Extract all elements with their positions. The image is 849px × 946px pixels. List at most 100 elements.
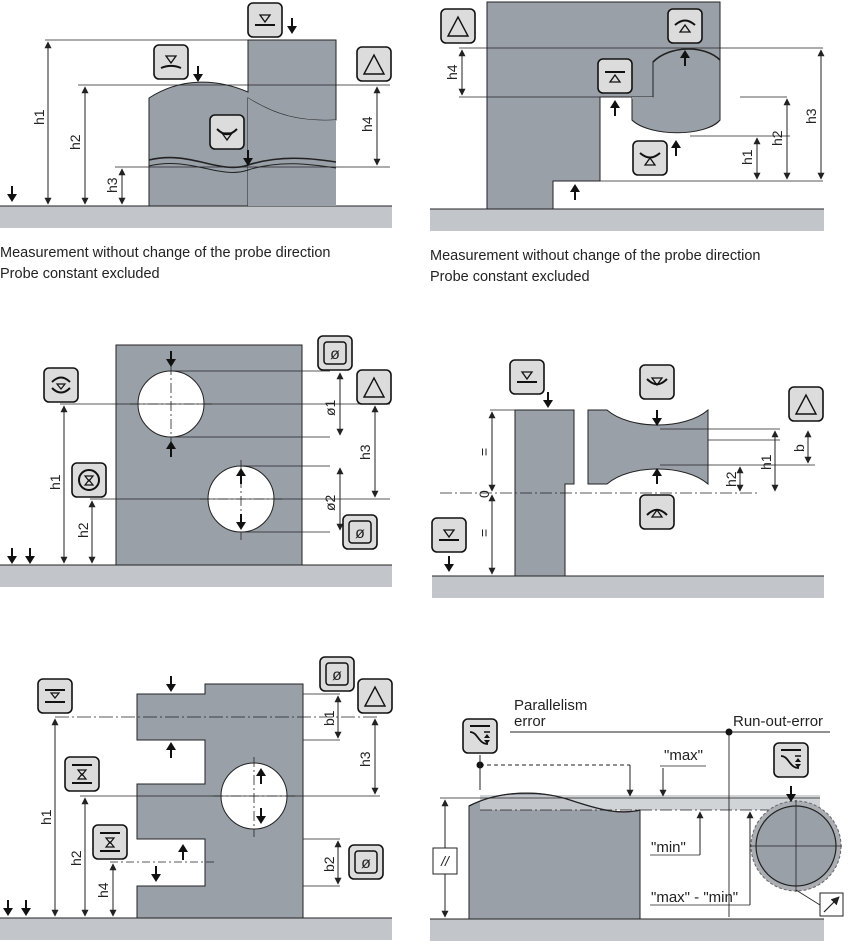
label-h2: h2 bbox=[68, 850, 84, 866]
runout-label: Run-out-error bbox=[733, 713, 823, 730]
diameter-icon[interactable]: ø bbox=[317, 335, 353, 371]
probe-down-arrow bbox=[542, 391, 554, 409]
svg-text:ø: ø bbox=[330, 346, 340, 363]
parallelism-label-1: Parallelism bbox=[514, 697, 587, 714]
probe-up-arrow bbox=[651, 467, 663, 485]
parallel-symbol-box bbox=[432, 847, 458, 875]
probe-plane-icon[interactable] bbox=[431, 517, 467, 553]
panel-6: // Parallelism error Run-out-error "max"… bbox=[430, 697, 844, 941]
probe-down-arrow bbox=[6, 185, 18, 203]
label-h2: h2 bbox=[769, 130, 785, 146]
probe-up-arrow bbox=[569, 183, 581, 201]
label-h1: h1 bbox=[38, 809, 54, 825]
svg-text:ø: ø bbox=[332, 667, 342, 684]
label-h3: h3 bbox=[357, 751, 373, 767]
label-h2: h2 bbox=[75, 522, 91, 538]
base-plate bbox=[0, 206, 392, 228]
max-label: "max" bbox=[664, 747, 703, 764]
web-center-icon[interactable] bbox=[37, 678, 73, 714]
slot-center-icon[interactable] bbox=[64, 756, 100, 792]
probe-up-arrow bbox=[609, 99, 621, 117]
probe-scan-icon[interactable] bbox=[462, 718, 498, 754]
max-min-label: "max" - "min" bbox=[651, 889, 738, 906]
probe-edge-icon[interactable] bbox=[153, 44, 189, 80]
min-label: "min" bbox=[651, 839, 686, 856]
base-plate bbox=[0, 565, 392, 587]
label-h4: h4 bbox=[359, 116, 375, 132]
base-plate bbox=[430, 919, 824, 941]
label-b: b bbox=[791, 444, 807, 452]
probe-down-arrow bbox=[286, 17, 298, 35]
label-h3: h3 bbox=[803, 108, 819, 124]
tolerance-band bbox=[480, 795, 820, 810]
probe-down-arrow bbox=[165, 675, 177, 693]
caption-line-1: Measurement without change of the probe … bbox=[0, 245, 330, 261]
label-h1: h1 bbox=[31, 109, 47, 125]
label-eq: = bbox=[476, 448, 492, 456]
probe-down-arrow bbox=[192, 65, 204, 83]
label-eq: = bbox=[476, 529, 492, 537]
probe-scan-icon[interactable] bbox=[773, 742, 809, 778]
diameter-icon[interactable]: ø bbox=[319, 656, 355, 692]
probe-plane-icon[interactable] bbox=[509, 359, 545, 395]
label-h3: h3 bbox=[357, 444, 373, 460]
label-h3: h3 bbox=[104, 177, 120, 193]
svg-text:ø: ø bbox=[361, 855, 371, 872]
label-h1: h1 bbox=[47, 474, 63, 490]
zero-point-icon[interactable] bbox=[440, 8, 476, 44]
zero-point-icon[interactable] bbox=[356, 369, 392, 405]
label-h4: h4 bbox=[444, 64, 460, 80]
label-h1: h1 bbox=[739, 149, 755, 165]
probe-down-arrow bbox=[20, 899, 32, 917]
probe-down-arrow bbox=[443, 555, 455, 573]
probe-plane-icon[interactable] bbox=[247, 2, 283, 38]
parallel-symbol: // bbox=[440, 853, 451, 869]
probe-down-arrow bbox=[150, 865, 162, 883]
probe-down-arrow bbox=[6, 547, 18, 565]
probe-low-icon[interactable] bbox=[639, 364, 675, 400]
probe-down-arrow bbox=[651, 409, 663, 427]
panel-3: h1 h2 ø1 ø2 h3 ø ø bbox=[0, 335, 392, 587]
probe-low-up-icon[interactable] bbox=[632, 140, 668, 176]
parallelism-label-2: error bbox=[514, 713, 546, 730]
label-h4: h4 bbox=[95, 882, 111, 898]
part-body bbox=[136, 683, 304, 919]
panel-5: h1 h2 h4 b1 b2 h3 ø ø bbox=[0, 656, 393, 940]
probe-low-icon[interactable] bbox=[209, 114, 245, 150]
probe-down-arrow bbox=[24, 547, 36, 565]
panel-4: = 0 = h2 h1 b bbox=[431, 359, 824, 598]
caption-line-1: Measurement without change of the probe … bbox=[430, 248, 760, 264]
label-b1: b1 bbox=[321, 710, 337, 726]
slot-center-icon[interactable] bbox=[92, 824, 128, 860]
zero-point-icon[interactable] bbox=[357, 678, 393, 714]
label-h2: h2 bbox=[723, 471, 739, 487]
base-plate bbox=[0, 918, 392, 940]
bore-center-icon[interactable] bbox=[43, 367, 79, 403]
probe-up-arrow bbox=[670, 139, 682, 157]
probe-plane-up-icon[interactable] bbox=[597, 58, 633, 94]
caption-line-2: Probe constant excluded bbox=[430, 269, 590, 285]
base-plate bbox=[432, 576, 824, 598]
label-zero: 0 bbox=[476, 490, 492, 498]
diameter-icon[interactable]: ø bbox=[342, 514, 378, 550]
probe-high-icon[interactable] bbox=[639, 494, 675, 530]
zero-point-icon[interactable] bbox=[356, 46, 392, 82]
label-h2: h2 bbox=[67, 134, 83, 150]
label-b2: b2 bbox=[321, 856, 337, 872]
probe-up-arrow bbox=[177, 843, 189, 861]
panel-1: h1 h2 h3 h4 Measurement without change o… bbox=[0, 2, 392, 282]
zero-point-icon[interactable] bbox=[788, 386, 824, 422]
probe-up-arrow bbox=[165, 741, 177, 759]
label-d2: ø2 bbox=[322, 494, 338, 511]
diameter-icon[interactable]: ø bbox=[348, 844, 384, 880]
probe-down-arrow bbox=[2, 899, 14, 917]
panel-2: h4 h1 h2 h3 Measurement without change o… bbox=[430, 1, 825, 285]
bore-center-icon[interactable] bbox=[71, 462, 107, 498]
label-h1: h1 bbox=[758, 454, 774, 470]
probe-high-icon[interactable] bbox=[667, 8, 703, 44]
part-right bbox=[587, 408, 709, 486]
svg-text:ø: ø bbox=[355, 525, 365, 542]
base-plate bbox=[430, 209, 824, 231]
